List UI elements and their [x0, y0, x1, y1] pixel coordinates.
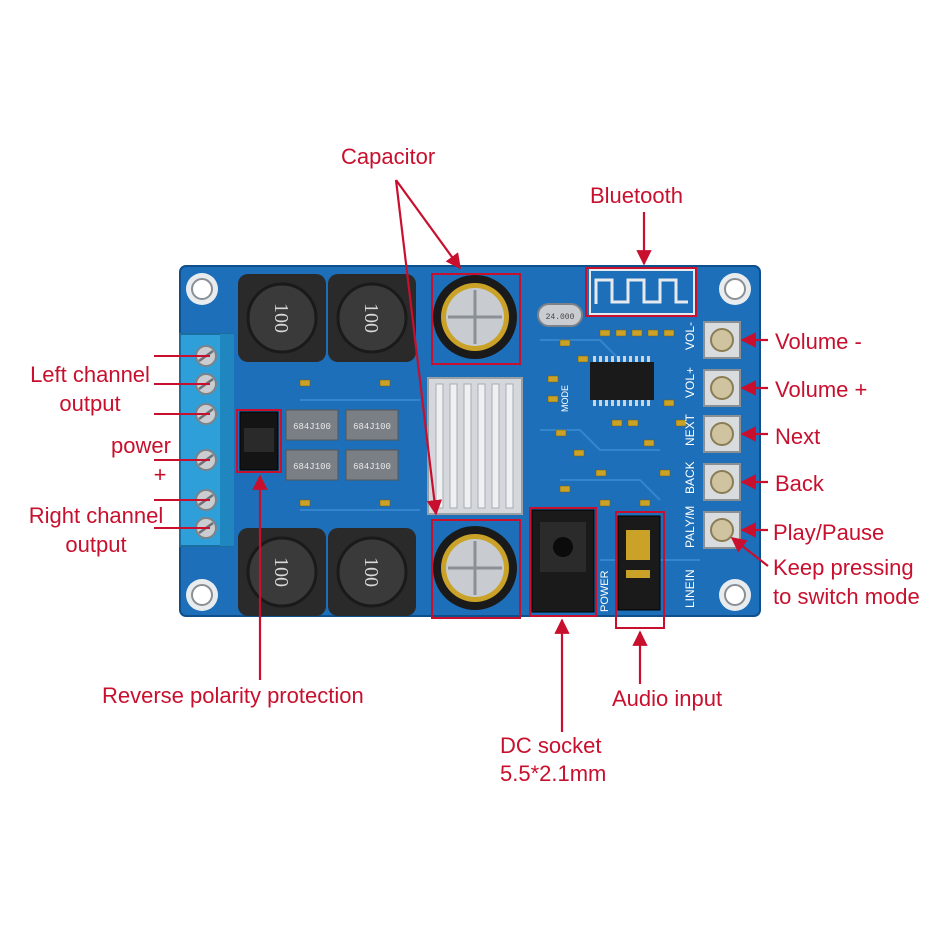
dc-socket-highlight	[529, 507, 597, 617]
silk-vol-plus: VOL+	[683, 367, 697, 398]
svg-text:684J100: 684J100	[293, 462, 331, 472]
back-label: Back	[775, 471, 824, 496]
volume-plus-button[interactable]	[703, 369, 741, 407]
inductor-marking: 100	[360, 557, 382, 587]
bluetooth-antenna	[589, 269, 695, 315]
silk-back: BACK	[683, 461, 697, 494]
capacitor-arrow-bottom	[394, 179, 442, 516]
next-button[interactable]	[703, 415, 741, 453]
volume-plus-label: Volume +	[775, 377, 868, 402]
film-capacitor-bl: 684J100	[285, 449, 339, 481]
terminal-leader-lines	[154, 355, 210, 529]
annotation-arrows	[252, 179, 769, 732]
power-label: power	[111, 433, 171, 458]
capacitor-bottom-highlight	[431, 519, 521, 619]
dc-socket-label-line2: 5.5*2.1mm	[500, 761, 607, 786]
svg-text:684J100: 684J100	[353, 462, 391, 472]
silk-power: POWER	[599, 570, 611, 612]
dc-socket-label-line1: DC socket	[500, 733, 602, 758]
power-minus-label: -	[156, 400, 164, 425]
silkscreen-labels: VOL- VOL+ NEXT BACK PALY/M LINEIN POWER …	[560, 322, 697, 612]
silk-vol-minus: VOL-	[683, 322, 697, 350]
inductor-marking: 100	[270, 303, 292, 333]
electrolytic-capacitor-bottom	[433, 526, 517, 610]
svg-text:684J100: 684J100	[293, 422, 331, 432]
mounting-hole-bottom-right	[719, 579, 751, 611]
capacitor-top-highlight	[431, 273, 521, 365]
play-pause-label: Play/Pause	[773, 520, 885, 545]
silk-mode-small: MODE	[560, 385, 570, 412]
power-plus-label: +	[153, 462, 167, 487]
capacitor-arrow-top	[395, 179, 461, 270]
keep-pressing-arrow	[730, 537, 769, 567]
heatsink	[427, 377, 523, 515]
mounting-hole-top-right	[719, 273, 751, 305]
capacitor-label: Capacitor	[341, 144, 436, 169]
film-capacitor-tr: 684J100	[345, 409, 399, 441]
electrolytic-capacitor-top	[433, 275, 517, 359]
bluetooth-ic	[590, 356, 654, 406]
silk-linein: LINEIN	[683, 569, 697, 608]
play-pause-button[interactable]	[703, 511, 741, 549]
inductor-4: 100	[328, 528, 416, 616]
bluetooth-label: Bluetooth	[590, 183, 683, 208]
right-channel-label-line1: Right channel	[28, 503, 164, 528]
svg-text:24.000: 24.000	[546, 313, 575, 322]
inductor-1: 100	[238, 274, 326, 362]
inductor-3: 100	[238, 528, 326, 616]
svg-text:684J100: 684J100	[353, 422, 391, 432]
film-capacitor-tl: 684J100	[285, 409, 339, 441]
inductor-2: 100	[328, 274, 416, 362]
inductor-marking: 100	[360, 303, 382, 333]
right-channel-label-line2: output	[65, 532, 127, 557]
inductor-marking: 100	[270, 557, 292, 587]
bluetooth-highlight	[585, 267, 697, 317]
reverse-polarity-diode	[239, 411, 279, 471]
silk-mode: PALY/M	[683, 506, 697, 548]
volume-minus-button[interactable]	[703, 321, 741, 359]
back-button[interactable]	[703, 463, 741, 501]
dc-socket	[531, 509, 595, 613]
keep-pressing-label-line1: Keep pressing	[773, 555, 914, 580]
audio-jack	[617, 515, 661, 611]
audio-input-highlight	[615, 511, 665, 629]
crystal-oscillator: 24.000	[537, 303, 583, 327]
keep-pressing-label-line2: to switch mode	[773, 584, 920, 609]
mounting-hole-top-left	[186, 273, 218, 305]
left-channel-label-line1: Left channel	[30, 362, 150, 387]
mounting-hole-bottom-left	[186, 579, 218, 611]
silk-next: NEXT	[683, 413, 697, 446]
next-label: Next	[775, 424, 821, 449]
audio-input-label: Audio input	[612, 686, 723, 711]
film-capacitor-br: 684J100	[345, 449, 399, 481]
highlight-boxes	[236, 267, 697, 629]
left-channel-label-line2: output	[59, 391, 121, 416]
volume-minus-label: Volume -	[775, 329, 862, 354]
reverse-polarity-highlight	[236, 409, 282, 473]
reverse-polarity-label: Reverse polarity protection	[102, 683, 364, 708]
